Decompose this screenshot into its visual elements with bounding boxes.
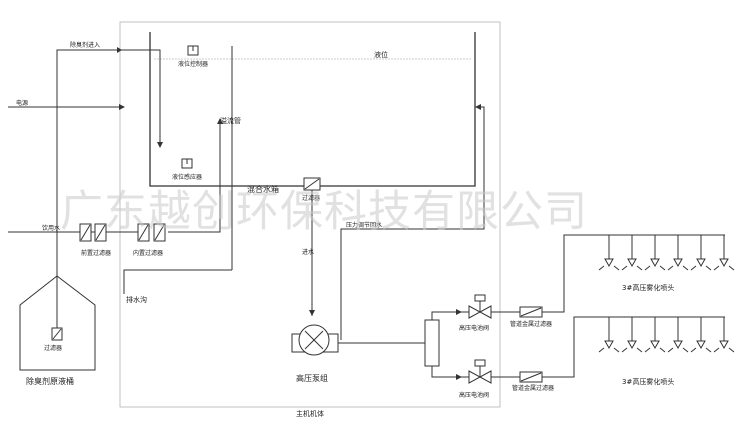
manifold-icon <box>424 319 440 367</box>
main-body-frame <box>119 21 501 408</box>
drinking-water-label: 饮用水 <box>42 224 60 232</box>
power-label: 电源 <box>16 99 28 107</box>
spray-nozzle-icon <box>644 317 666 353</box>
deodorant-inlet-line <box>56 49 161 290</box>
spray-nozzle-icon <box>644 235 666 271</box>
deodorant-inlet-label: 除臭剂进入 <box>70 41 100 49</box>
valve-top-label: 高压电池阀 <box>459 324 489 332</box>
pressure-return-line <box>340 106 485 340</box>
drain-line <box>123 269 232 294</box>
liquid-level-label: 液位 <box>374 50 388 59</box>
raw-tank-outline <box>19 275 96 371</box>
spray-nozzle-icon <box>690 235 712 271</box>
main-body-label: 主机机体 <box>296 409 324 418</box>
pipe-filter-bottom-label: 管道金属过滤器 <box>512 384 554 392</box>
solenoid-valve-top-icon <box>468 294 492 319</box>
mixing-tank-label: 混合水箱 <box>247 184 279 194</box>
company-watermark: 广东越创环保科技有限公司 <box>60 187 588 237</box>
internal-filter-icon <box>137 223 166 242</box>
drain-label: 排水沟 <box>126 295 147 304</box>
pipe-filter-top-icon <box>519 306 543 318</box>
pre-filter-label: 前置过滤器 <box>81 249 111 257</box>
pump-group-label: 高压泵组 <box>296 373 328 383</box>
pre-filter-icon <box>79 223 107 242</box>
spray-nozzle-icon <box>621 317 643 353</box>
nozzle-top-label: 3#高压雾化喷头 <box>622 283 674 292</box>
nozzle-row-top <box>598 235 735 271</box>
pump-icon <box>291 324 339 356</box>
spray-nozzle-icon <box>598 317 620 353</box>
tank-outlet-filter-label: 过滤器 <box>302 194 320 202</box>
spray-nozzle-icon <box>667 317 689 353</box>
valve-bottom-label: 高压电池阀 <box>459 391 489 399</box>
spray-nozzle-icon <box>713 235 735 271</box>
water-in-label: 进水 <box>302 248 314 256</box>
tank-filter-label: 过滤器 <box>44 344 62 352</box>
nozzle-row-bottom <box>598 317 735 353</box>
overflow-pipe-label: 溢流管 <box>220 116 241 125</box>
level-sensor-label: 液位感应器 <box>172 173 202 181</box>
raw-tank-label: 除臭剂原液桶 <box>26 376 74 386</box>
pressure-return-label: 压力调节回水 <box>346 221 382 229</box>
spray-nozzle-icon <box>690 317 712 353</box>
mixing-tank-outline <box>149 32 476 187</box>
solenoid-valve-bottom-icon <box>468 359 492 384</box>
pipe-filter-bottom-icon <box>519 371 543 383</box>
level-controller-label: 液位控制器 <box>178 60 208 68</box>
spray-nozzle-icon <box>713 317 735 353</box>
internal-filter-label: 内置过滤器 <box>133 249 163 257</box>
spray-nozzle-icon <box>667 235 689 271</box>
pipe-filter-top-label: 管道金属过滤器 <box>510 320 552 328</box>
nozzle-bottom-label: 3#高压雾化喷头 <box>622 377 674 386</box>
spray-nozzle-icon <box>598 235 620 271</box>
spray-nozzle-icon <box>621 235 643 271</box>
tank-filter-icon <box>51 327 63 341</box>
